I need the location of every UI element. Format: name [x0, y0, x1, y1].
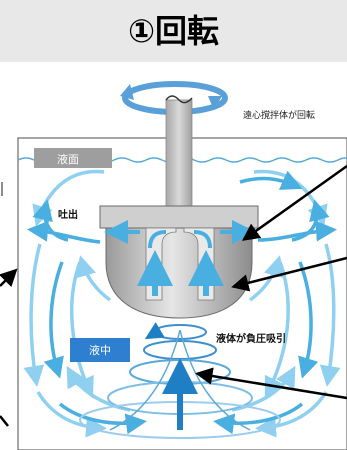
- centrifugal-stirrer-diagram: 液面 液中 遠心撹拌体が回転 吐出 液体が負圧吸引: [0, 68, 347, 450]
- shaft: [165, 99, 193, 221]
- rotation-label: 遠心撹拌体が回転: [243, 109, 315, 121]
- suction-vortex: [79, 322, 281, 439]
- liquid-surface-box: [34, 148, 112, 168]
- pointer-arrows: [0, 164, 347, 427]
- title-banner: ①回転: [0, 0, 347, 62]
- suction-label: 液体が負圧吸引: [216, 332, 286, 345]
- impeller: [99, 205, 259, 319]
- in-liquid-label: 液中: [89, 343, 111, 357]
- discharge-label: 吐出: [58, 208, 78, 221]
- liquid-surface-label: 液面: [57, 152, 79, 166]
- page-title: ①回転: [127, 12, 220, 50]
- in-liquid-box: [70, 338, 130, 362]
